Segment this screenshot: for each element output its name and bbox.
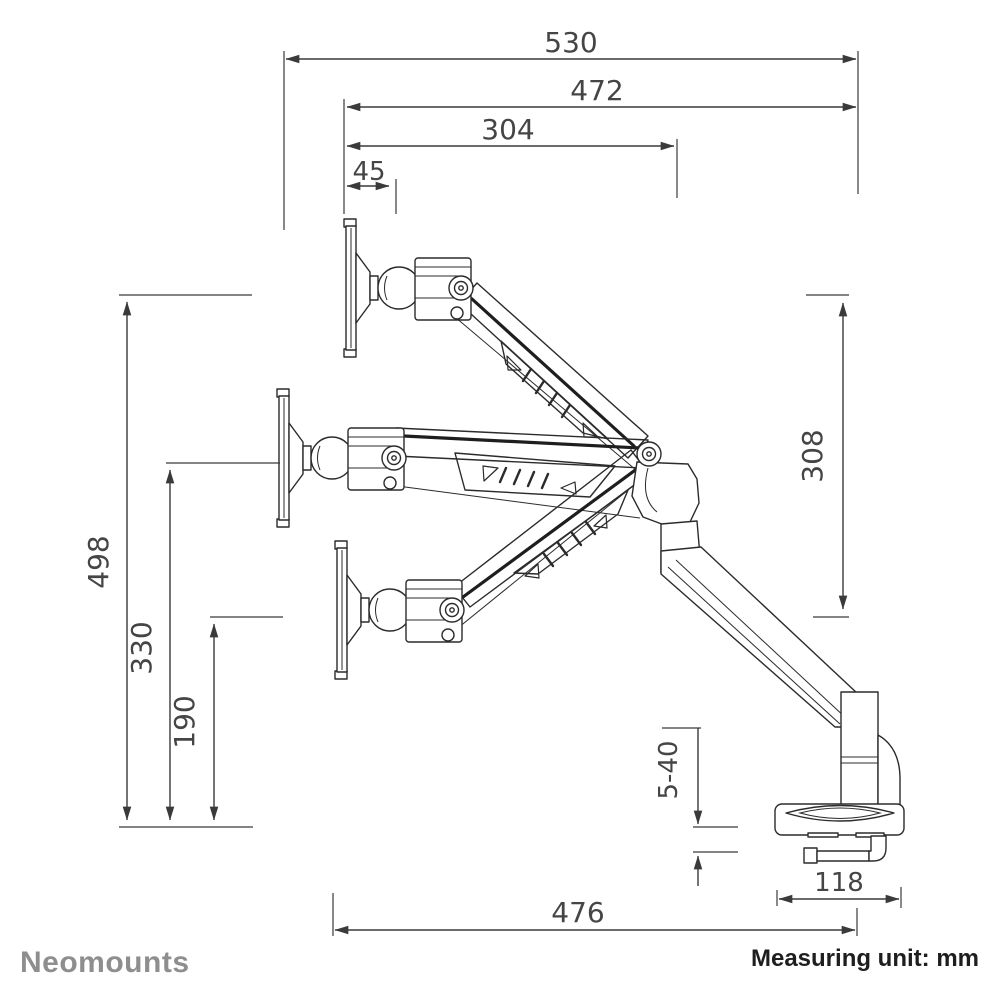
dimension-190: 190 bbox=[168, 616, 283, 821]
vesa-head-top bbox=[343, 218, 474, 358]
elbow-pivot-bolt bbox=[636, 441, 662, 467]
dimension-530: 530 bbox=[283, 26, 859, 230]
dim-label-330: 330 bbox=[125, 621, 158, 674]
vent-slots-upper-arm bbox=[506, 355, 599, 438]
dimension-45: 45 bbox=[346, 157, 397, 214]
dimension-498: 498 bbox=[82, 294, 253, 828]
vesa-head-bottom bbox=[334, 540, 465, 680]
dimension-5-40: 5-40 bbox=[654, 727, 738, 886]
dim-label-304: 304 bbox=[481, 113, 534, 146]
dim-label-118: 118 bbox=[814, 868, 864, 898]
vesa-head-middle bbox=[276, 388, 407, 528]
dim-label-472: 472 bbox=[570, 74, 623, 107]
measuring-unit-note: Measuring unit: mm bbox=[751, 945, 979, 972]
vent-slots-lower-arm bbox=[524, 514, 608, 579]
desk-clamp bbox=[774, 803, 905, 864]
dimension-330: 330 bbox=[125, 462, 280, 821]
brand-logo-text: Neomounts bbox=[20, 946, 190, 979]
dim-label-498: 498 bbox=[82, 535, 115, 588]
dim-label-190: 190 bbox=[168, 695, 201, 748]
dimension-308: 308 bbox=[796, 294, 849, 618]
dimension-476: 476 bbox=[332, 893, 858, 936]
dim-label-5-40: 5-40 bbox=[654, 740, 684, 799]
dimension-304: 304 bbox=[346, 113, 678, 198]
arm-lower-position bbox=[447, 449, 650, 637]
dimension-472: 472 bbox=[343, 74, 857, 214]
dim-label-308: 308 bbox=[796, 429, 829, 482]
vent-slots-middle-arm bbox=[482, 465, 577, 495]
dimension-118: 118 bbox=[776, 868, 902, 908]
dim-label-476: 476 bbox=[551, 896, 604, 929]
base-column bbox=[840, 691, 901, 807]
dim-label-530: 530 bbox=[544, 26, 597, 59]
elbow-and-forearm bbox=[631, 461, 859, 728]
monitor-arm-drawing bbox=[276, 218, 905, 864]
dim-label-45: 45 bbox=[352, 157, 385, 187]
